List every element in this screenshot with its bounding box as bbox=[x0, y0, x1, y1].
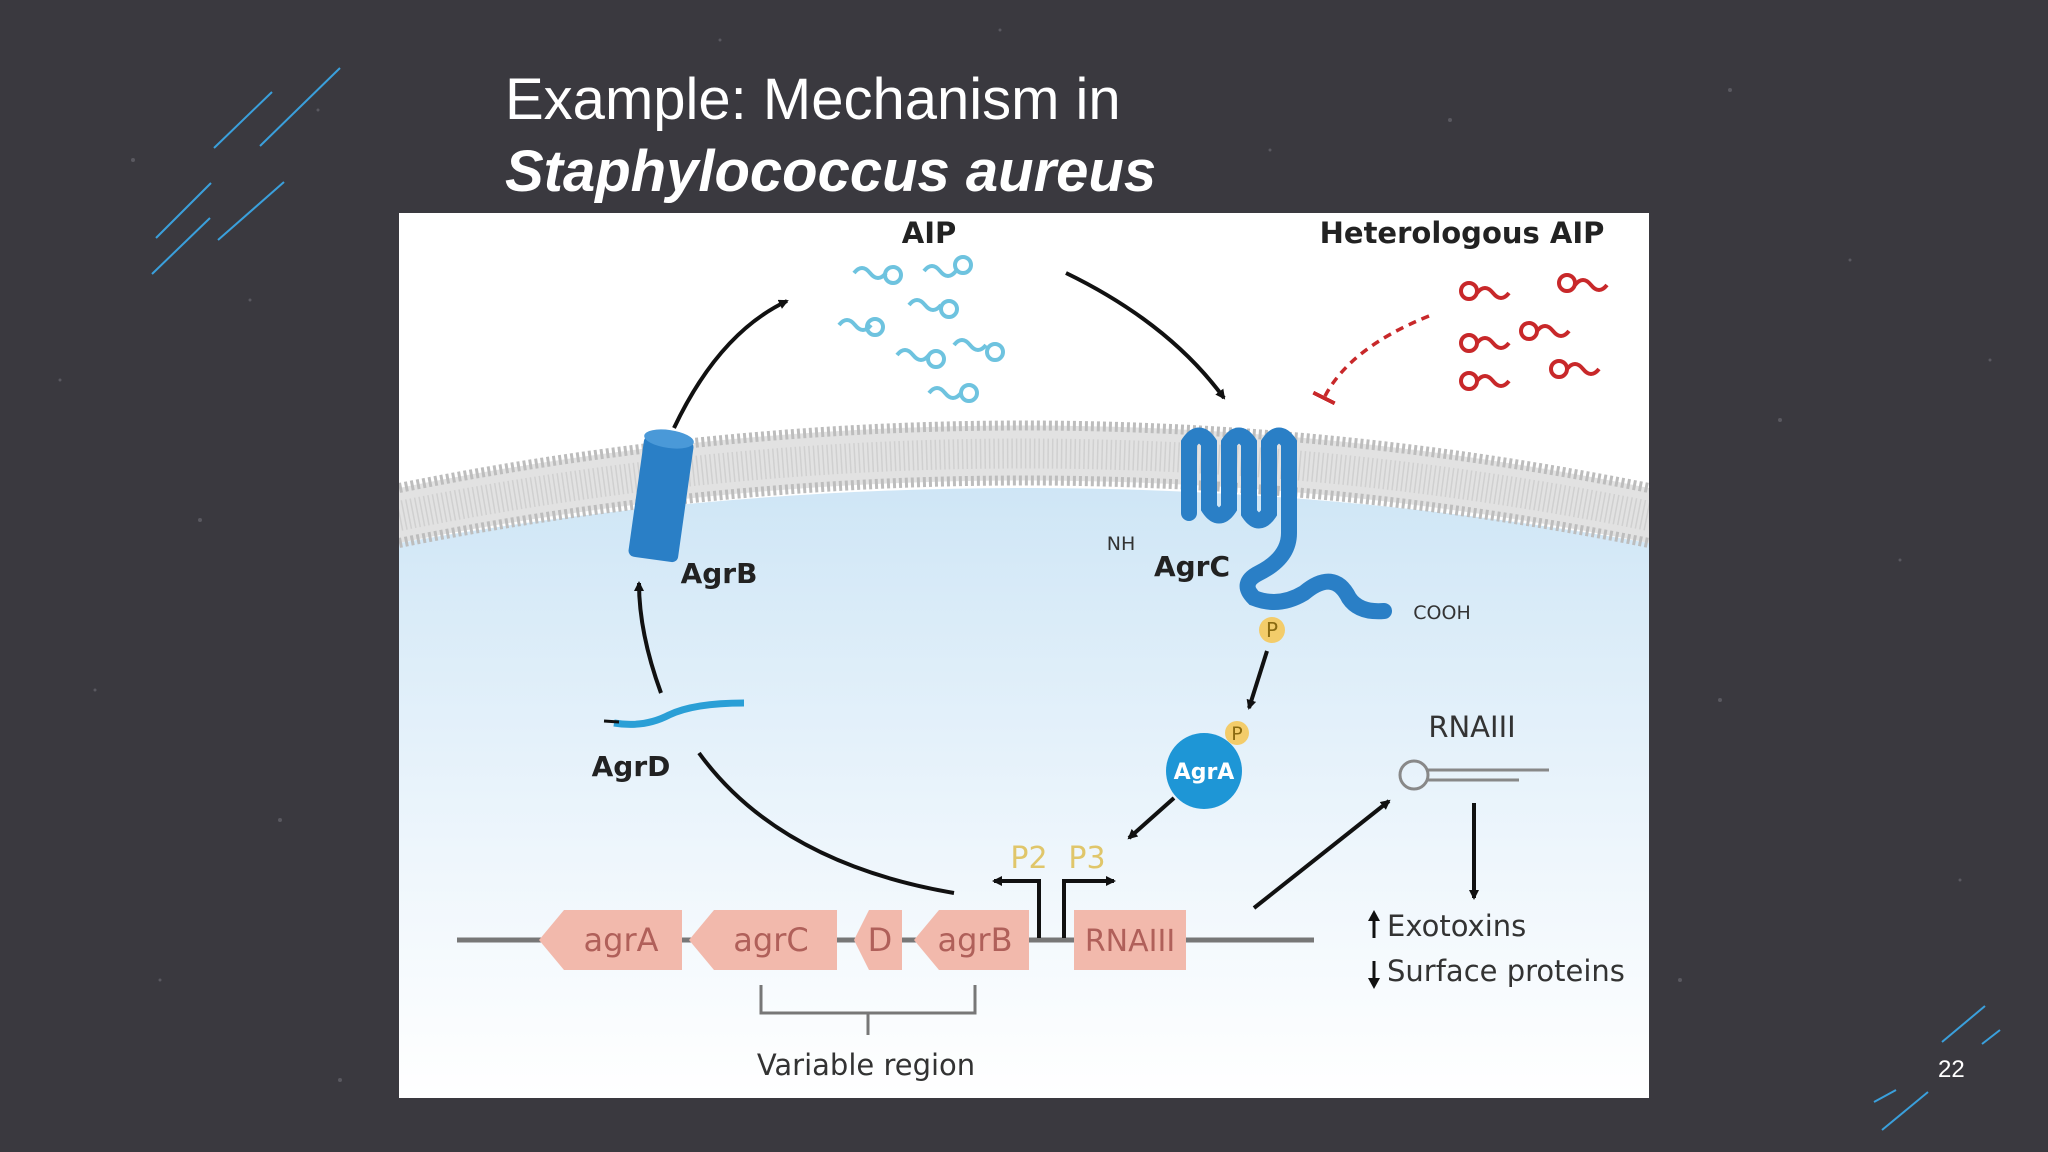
variable-region-label: Variable region bbox=[757, 1048, 975, 1082]
gene-rnaiii-label: RNAIII bbox=[1085, 924, 1175, 959]
slide-title-line2: Staphylococcus aureus bbox=[505, 139, 1157, 204]
gene-agra: agrA bbox=[539, 910, 682, 970]
heterologous-aip-molecules bbox=[1459, 273, 1609, 391]
slide-title: Example: Mechanism in Staphylococcus aur… bbox=[505, 64, 1156, 208]
agr-diagram: P AgrA P agrA agrC D bbox=[399, 216, 1649, 1098]
heterologous-aip-label: Heterologous AIP bbox=[1320, 216, 1605, 250]
aip-molecules bbox=[837, 255, 1005, 403]
accent-lines-bottom-right bbox=[1873, 1005, 2001, 1131]
nh2-label: NH bbox=[1107, 533, 1136, 555]
agra-protein: AgrA P bbox=[1166, 721, 1249, 809]
aip-label: AIP bbox=[902, 216, 957, 250]
agrd-label: AgrD bbox=[592, 750, 671, 783]
gene-agrb-label: agrB bbox=[937, 921, 1012, 959]
gene-agrc: agrC bbox=[689, 910, 837, 970]
agrb-protein bbox=[628, 429, 694, 563]
page-number: 22 bbox=[1938, 1056, 1965, 1083]
agrb-label: AgrB bbox=[681, 557, 758, 590]
gene-d: D bbox=[854, 910, 902, 970]
gene-agra-label: agrA bbox=[584, 921, 659, 959]
cell-membrane bbox=[399, 420, 1649, 548]
agrc-receptor bbox=[1181, 427, 1392, 620]
agr-mechanism-figure: P AgrA P agrA agrC D bbox=[399, 213, 1649, 1098]
agra-label: AgrA bbox=[1174, 760, 1235, 785]
gene-agrb: agrB bbox=[914, 910, 1029, 970]
cooh-label: COOH bbox=[1413, 602, 1470, 624]
rnaiii-hairpin bbox=[1398, 759, 1549, 791]
gene-agrc-label: agrC bbox=[733, 921, 808, 959]
rnaiii-label: RNAIII bbox=[1428, 710, 1515, 744]
cytoplasm bbox=[399, 488, 1649, 1098]
phosphate-agrc-label: P bbox=[1266, 618, 1278, 642]
agrd-tail bbox=[603, 719, 620, 724]
phosphate-agrc: P bbox=[1259, 617, 1285, 643]
exotoxins-label: Exotoxins bbox=[1387, 909, 1526, 943]
gene-rnaiii: RNAIII bbox=[1074, 910, 1186, 970]
gene-d-label: D bbox=[868, 921, 893, 959]
cycle-arrows bbox=[634, 271, 1479, 910]
surface-proteins-label: Surface proteins bbox=[1387, 954, 1625, 988]
agrd-peptide bbox=[613, 699, 745, 728]
promoter-p2-label: P2 bbox=[1010, 841, 1047, 876]
promoter-p3-label: P3 bbox=[1068, 841, 1105, 876]
agrc-label: AgrC bbox=[1154, 550, 1230, 583]
promoters bbox=[992, 876, 1116, 938]
slide-title-line1: Example: Mechanism in bbox=[505, 67, 1121, 132]
variable-region-bracket bbox=[759, 985, 977, 1035]
outcome-arrows bbox=[1368, 910, 1380, 989]
inhibition-line bbox=[1312, 314, 1430, 406]
phosphate-agra-label: P bbox=[1231, 723, 1242, 745]
accent-lines-top-left bbox=[151, 67, 341, 275]
